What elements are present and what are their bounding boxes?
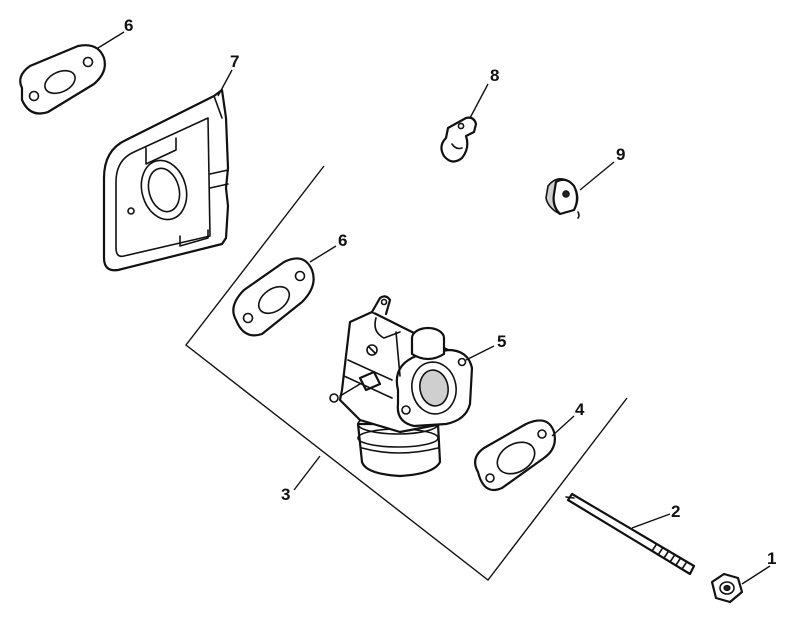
cap	[545, 178, 580, 219]
leader-6a	[97, 31, 125, 49]
callout-3: 3	[281, 485, 291, 504]
carburetor	[329, 295, 474, 478]
leader-5	[465, 345, 495, 361]
leader-4	[551, 415, 575, 437]
leader-1	[741, 565, 771, 585]
callout-5: 5	[497, 332, 507, 351]
callout-6-middle: 6	[338, 231, 348, 250]
callout-1: 1	[767, 549, 777, 568]
wire-clip	[440, 116, 478, 163]
leader-8	[469, 83, 489, 119]
callout-4: 4	[575, 400, 585, 419]
hex-nut	[710, 572, 744, 604]
leader-9	[579, 161, 615, 191]
leader-2	[631, 513, 671, 529]
flange-gasket	[473, 419, 556, 492]
gasket-middle	[232, 257, 315, 337]
callout-7: 7	[230, 52, 240, 71]
assembly-group-outline	[185, 165, 628, 581]
gasket-top-left	[19, 44, 106, 115]
mounting-stud	[565, 492, 696, 576]
air-baffle	[102, 88, 230, 272]
leader-7	[217, 69, 233, 97]
callout-8: 8	[490, 66, 500, 85]
leader-3	[293, 455, 321, 491]
callout-6-top: 6	[124, 16, 134, 35]
callout-2: 2	[671, 502, 681, 521]
callout-9: 9	[616, 145, 626, 164]
leader-6b	[309, 245, 337, 263]
